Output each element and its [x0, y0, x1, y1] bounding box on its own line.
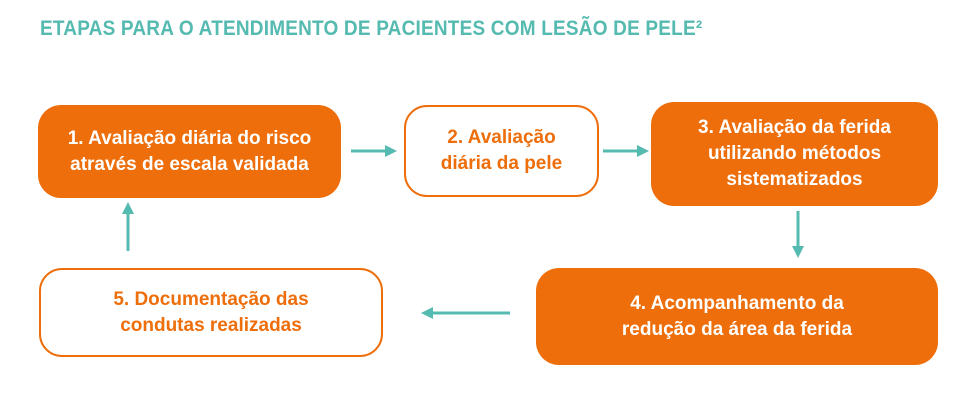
page-title: ETAPAS PARA O ATENDIMENTO DE PACIENTES C…	[40, 17, 703, 41]
step-5-box: 5. Documentação das condutas realizadas	[39, 268, 383, 357]
step-2-box: 2. Avaliação diária da pele	[404, 105, 599, 197]
arrow-step3-to-step4-icon	[792, 211, 804, 258]
arrow-step5-to-step1-icon	[122, 202, 134, 251]
arrow-step4-to-step5-icon	[421, 307, 510, 319]
arrow-step2-to-step3-icon	[603, 145, 649, 157]
step-4-box: 4. Acompanhamento da redução da área da …	[536, 268, 938, 365]
step-1-box: 1. Avaliação diária do risco através de …	[38, 105, 341, 198]
arrow-step1-to-step2-icon	[351, 145, 397, 157]
step-3-box: 3. Avaliação da ferida utilizando método…	[651, 102, 938, 206]
